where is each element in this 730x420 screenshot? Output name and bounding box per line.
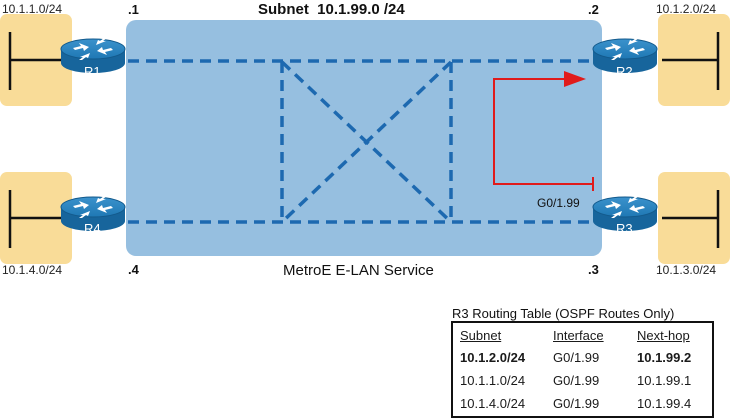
row-next-hop: 10.1.99.2 (637, 350, 692, 365)
table-row: 10.1.2.0/24 G0/1.99 10.1.99.2 (453, 347, 712, 371)
router-r1-label: R1 (84, 64, 101, 79)
router-r2-label: R2 (616, 64, 633, 79)
interface-label: G0/1.99 (537, 196, 580, 210)
service-label: MetroE E-LAN Service (283, 262, 434, 279)
router-r3-label: R3 (616, 221, 633, 236)
routing-table-header: Subnet Interface Next-hop (453, 325, 712, 349)
header-subnet: Subnet (460, 328, 502, 343)
header-interface: Interface (553, 328, 604, 343)
forwarding-path-arrow (493, 71, 594, 191)
row-interface: G0/1.99 (553, 373, 600, 388)
row-next-hop: 10.1.99.4 (637, 396, 692, 411)
routing-table: Subnet Interface Next-hop 10.1.2.0/24 G0… (451, 321, 714, 418)
row-next-hop: 10.1.99.1 (637, 373, 692, 388)
table-row: 10.1.1.0/24 G0/1.99 10.1.99.1 (453, 370, 712, 394)
lan-subnet-r2: 10.1.2.0/24 (656, 2, 717, 16)
table-row: 10.1.4.0/24 G0/1.99 10.1.99.4 (453, 393, 712, 417)
router-r4-label: R4 (84, 221, 101, 236)
lan-subnet-r1: 10.1.1.0/24 (2, 2, 63, 16)
header-next-hop: Next-hop (637, 328, 690, 343)
host-r4: .4 (128, 262, 139, 277)
lan-subnet-r3: 10.1.3.0/24 (656, 263, 717, 277)
row-interface: G0/1.99 (553, 350, 600, 365)
row-subnet: 10.1.4.0/24 (460, 396, 526, 411)
lan-segments (8, 32, 720, 248)
lan-subnet-r4: 10.1.4.0/24 (2, 263, 63, 277)
host-r1: .1 (128, 2, 139, 17)
row-interface: G0/1.99 (553, 396, 600, 411)
host-r2: .2 (588, 2, 599, 17)
row-subnet: 10.1.2.0/24 (460, 350, 526, 365)
evc-links (128, 59, 596, 224)
host-r3: .3 (588, 262, 599, 277)
routing-table-title: R3 Routing Table (OSPF Routes Only) (452, 306, 675, 321)
row-subnet: 10.1.1.0/24 (460, 373, 526, 388)
subnet-title: Subnet 10.1.99.0 /24 (258, 1, 405, 18)
